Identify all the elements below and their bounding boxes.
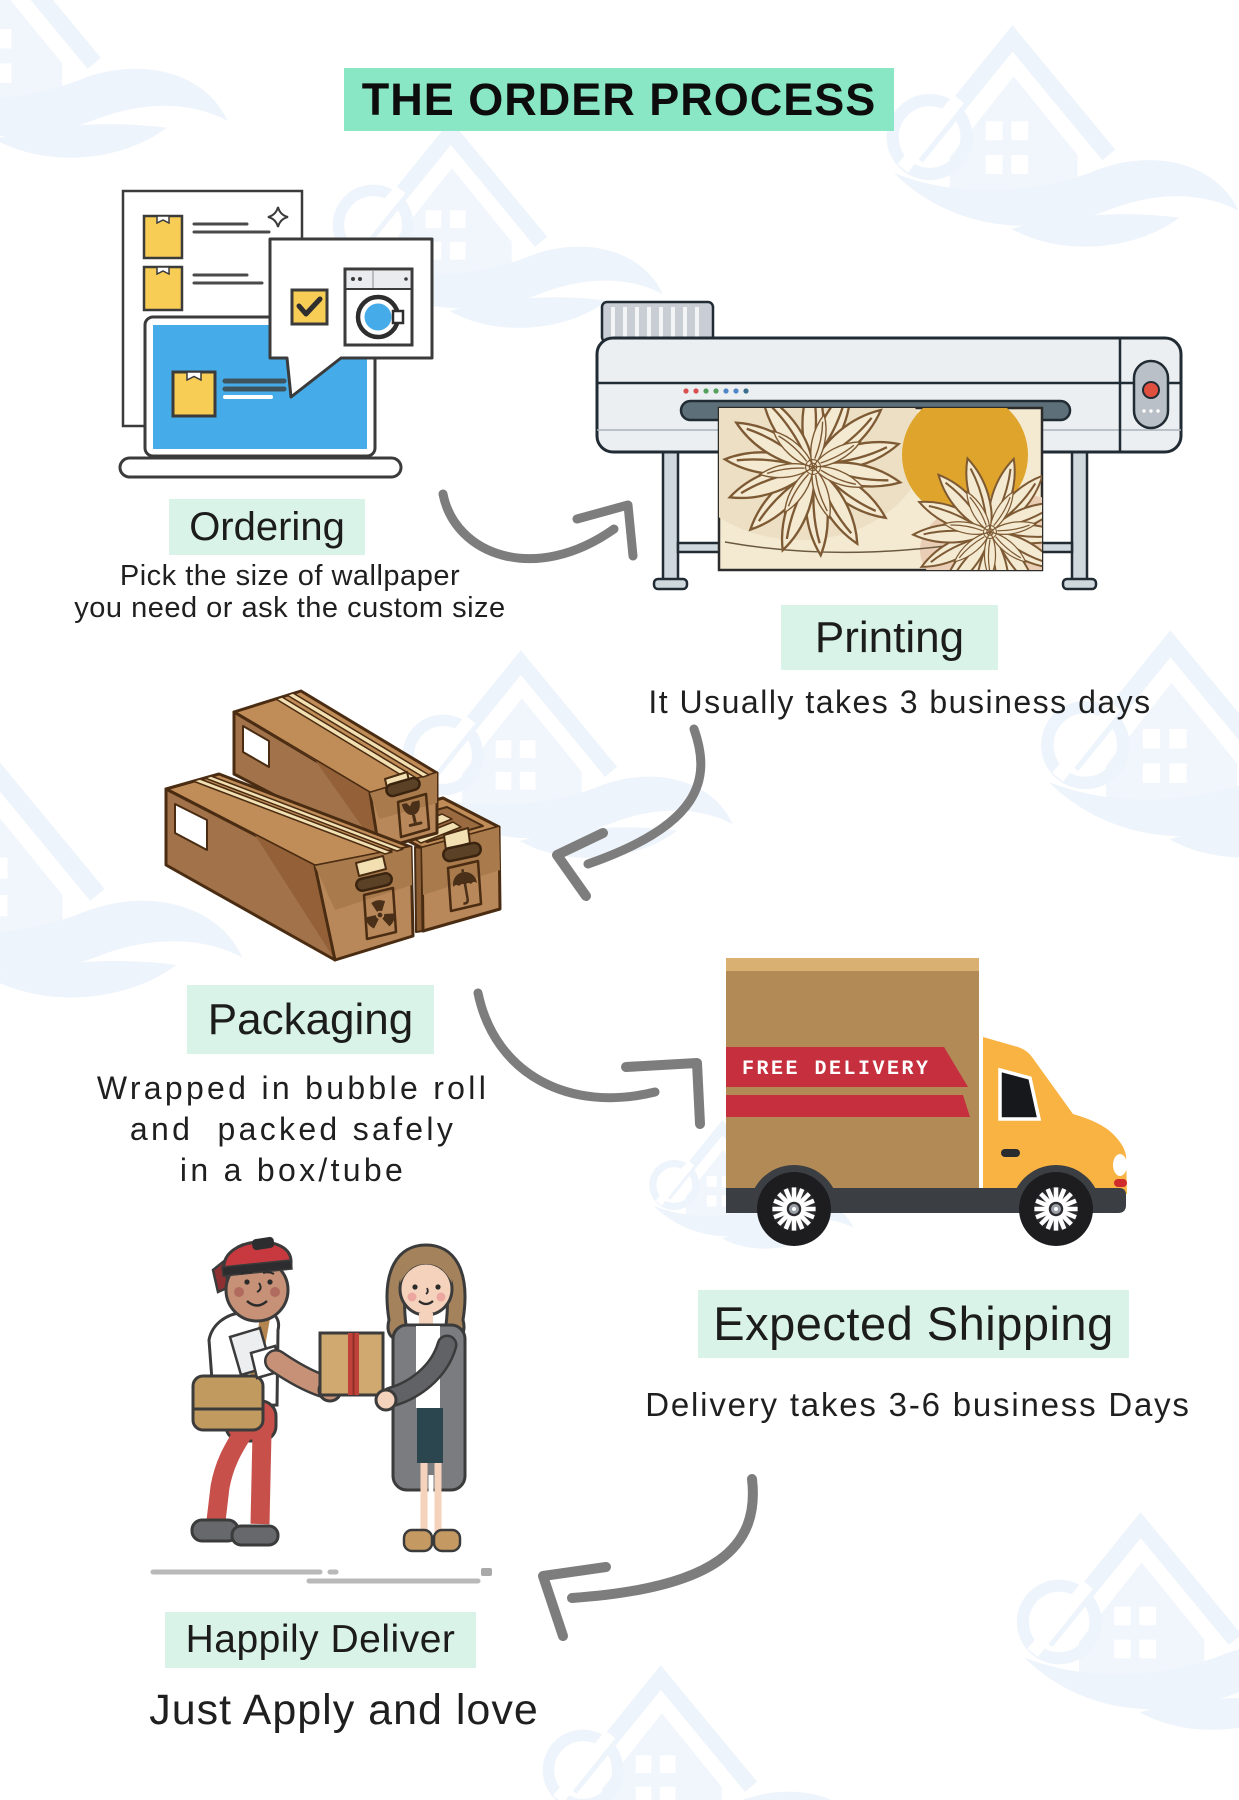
svg-text:FREE DELIVERY: FREE DELIVERY	[742, 1058, 931, 1081]
